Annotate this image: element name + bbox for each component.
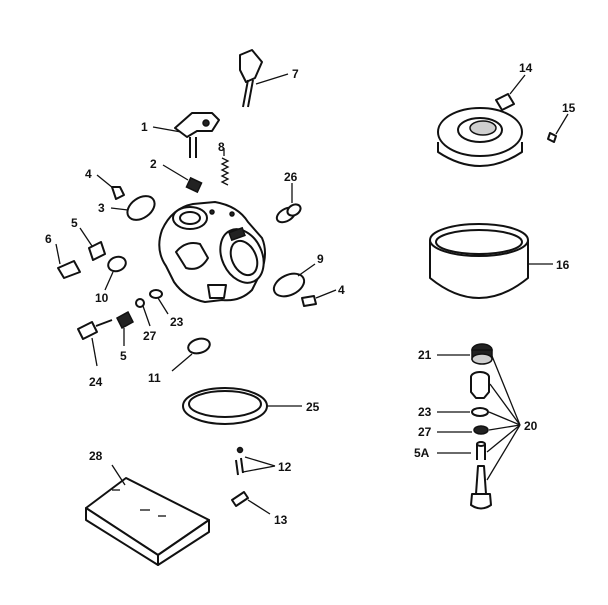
repair-kit-package-icon — [85, 464, 210, 566]
label-27-left: 27 — [143, 329, 157, 343]
part-main-jet-needle-icon — [470, 465, 492, 510]
part-13-pin-icon — [231, 491, 271, 515]
part-4-pin-icon-right — [301, 289, 337, 307]
label-12: 12 — [278, 460, 292, 474]
air-filter-housing-icon — [437, 74, 526, 167]
part-5-spring-icon — [116, 310, 134, 346]
part-23-seat-icon-right — [437, 407, 489, 417]
label-5A: 5A — [414, 446, 430, 460]
part-23-seat-icon — [149, 289, 169, 315]
part-21-cap-icon — [437, 343, 493, 365]
label-6: 6 — [45, 232, 52, 246]
part-10-washer-icon — [104, 255, 127, 291]
label-28: 28 — [89, 449, 103, 463]
label-23-right: 23 — [418, 405, 432, 419]
part-9-choke-plate-icon — [272, 263, 316, 298]
part-15-screw-icon — [547, 113, 569, 143]
label-4-left: 4 — [85, 167, 92, 181]
part-7-needle-valve-icon — [239, 49, 289, 108]
label-11: 11 — [148, 371, 161, 385]
label-26: 26 — [284, 170, 298, 184]
part-12-pins-icon — [235, 446, 276, 476]
part-24-idle-screw-icon — [77, 319, 113, 367]
part-27-o-ring-icon — [135, 298, 151, 327]
part-6-bolt-icon — [55, 243, 81, 279]
label-10: 10 — [95, 291, 109, 305]
label-25: 25 — [306, 400, 320, 414]
label-13: 13 — [274, 513, 288, 527]
label-8: 8 — [218, 140, 225, 154]
part-2-screw-icon — [162, 164, 203, 194]
label-24: 24 — [89, 375, 103, 389]
label-1: 1 — [141, 120, 148, 134]
label-16: 16 — [556, 258, 570, 272]
part-26-fitting-icon — [275, 183, 302, 224]
part-bowl-nut-icon — [470, 371, 490, 399]
carburetor-body-icon — [158, 201, 266, 303]
filter-element-icon — [429, 223, 553, 299]
label-14: 14 — [519, 61, 533, 75]
label-20: 20 — [524, 419, 538, 433]
part-11-float-icon — [171, 337, 211, 372]
part-1-throttle-lever-icon — [152, 112, 220, 158]
gasket-ring-icon — [182, 387, 302, 425]
part-5A-fitting-icon — [437, 441, 486, 460]
label-3: 3 — [98, 201, 105, 215]
label-9: 9 — [317, 252, 324, 266]
label-7: 7 — [292, 67, 299, 81]
part-27-o-ring-icon-right — [437, 425, 489, 435]
part-20-leader-lines — [486, 355, 521, 481]
label-23-left: 23 — [170, 315, 184, 329]
label-5-lower: 5 — [120, 349, 127, 363]
part-5-fitting-icon — [79, 227, 106, 261]
label-21: 21 — [418, 348, 432, 362]
label-5-left: 5 — [71, 216, 78, 230]
label-4-right: 4 — [338, 283, 345, 297]
part-labels: 7 1 8 2 4 26 3 5 6 9 4 10 23 27 5 11 24 … — [45, 61, 576, 527]
part-8-spring-icon — [220, 148, 230, 186]
label-27-right: 27 — [418, 425, 432, 439]
part-4-pin-icon — [96, 174, 125, 200]
label-2: 2 — [150, 157, 157, 171]
part-3-throttle-plate-icon — [110, 195, 156, 221]
label-15: 15 — [562, 101, 576, 115]
